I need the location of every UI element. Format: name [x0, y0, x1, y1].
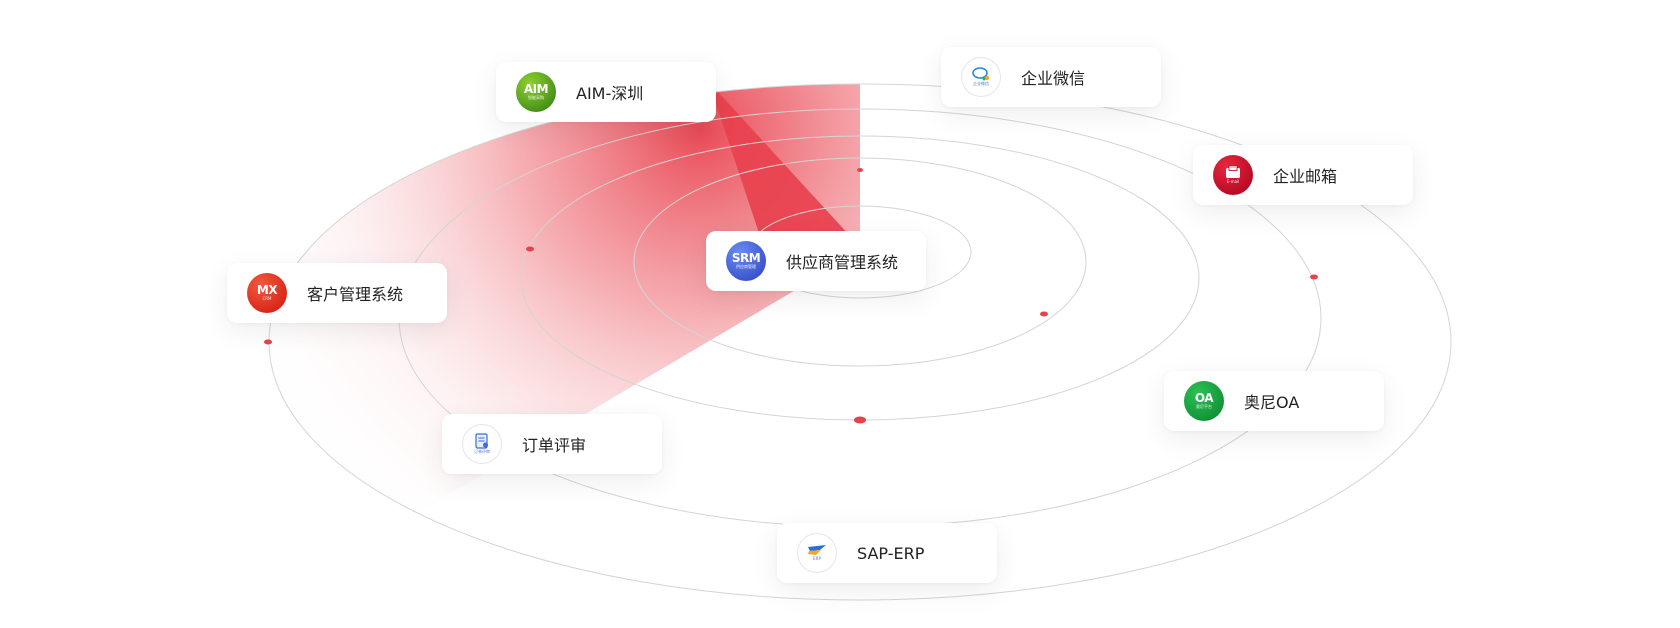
- node-label: 奥尼OA: [1244, 393, 1300, 412]
- orbit-dots: [264, 168, 1318, 424]
- node-label: 企业邮箱: [1273, 167, 1338, 186]
- srm-logo-icon: SRM 供应商管理: [726, 241, 766, 281]
- node-label: 企业微信: [1021, 69, 1086, 88]
- orbit-dot: [857, 168, 863, 172]
- node-card-wechat[interactable]: 企业微信 企业微信: [941, 47, 1161, 107]
- orbit-dot: [1310, 274, 1318, 280]
- aim-logo-icon: AIM 智能采购: [516, 72, 556, 112]
- node-label: AIM-深圳: [576, 84, 644, 103]
- wechat-work-icon: 企业微信: [961, 57, 1001, 97]
- orbit-dot: [526, 246, 534, 252]
- node-card-email[interactable]: E-mail 企业邮箱: [1193, 145, 1413, 205]
- node-card-srm[interactable]: SRM 供应商管理 供应商管理系统: [706, 231, 926, 291]
- crm-logo-icon: MX CRM: [247, 273, 287, 313]
- email-icon: E-mail: [1213, 155, 1253, 195]
- node-label: 供应商管理系统: [786, 253, 899, 272]
- clipboard-icon: [475, 433, 488, 449]
- node-label: SAP-ERP: [857, 543, 925, 563]
- node-label: 订单评审: [522, 436, 587, 455]
- node-card-aim[interactable]: AIM 智能采购 AIM-深圳: [496, 62, 716, 122]
- orbit-dot: [264, 339, 272, 345]
- node-card-order-review[interactable]: 订单评审 订单评审: [442, 414, 662, 474]
- orbit-ring-3: [633, 157, 1087, 367]
- red-sweep: [269, 84, 860, 600]
- mailbox-icon: [1226, 165, 1240, 178]
- chat-bubble-icon: [972, 67, 989, 81]
- order-review-icon: 订单评审: [462, 424, 502, 464]
- node-label: 客户管理系统: [307, 285, 404, 304]
- erp-swoosh-icon: [808, 545, 826, 555]
- node-card-sap-erp[interactable]: ERP SAP-ERP: [777, 523, 997, 583]
- erp-logo-icon: ERP: [797, 533, 837, 573]
- node-card-oa[interactable]: OA 奥尼平台 奥尼OA: [1164, 371, 1384, 431]
- orbit-dot: [854, 416, 866, 424]
- node-card-crm[interactable]: MX CRM 客户管理系统: [227, 263, 447, 323]
- orbit-dot: [1040, 311, 1048, 317]
- oa-logo-icon: OA 奥尼平台: [1184, 381, 1224, 421]
